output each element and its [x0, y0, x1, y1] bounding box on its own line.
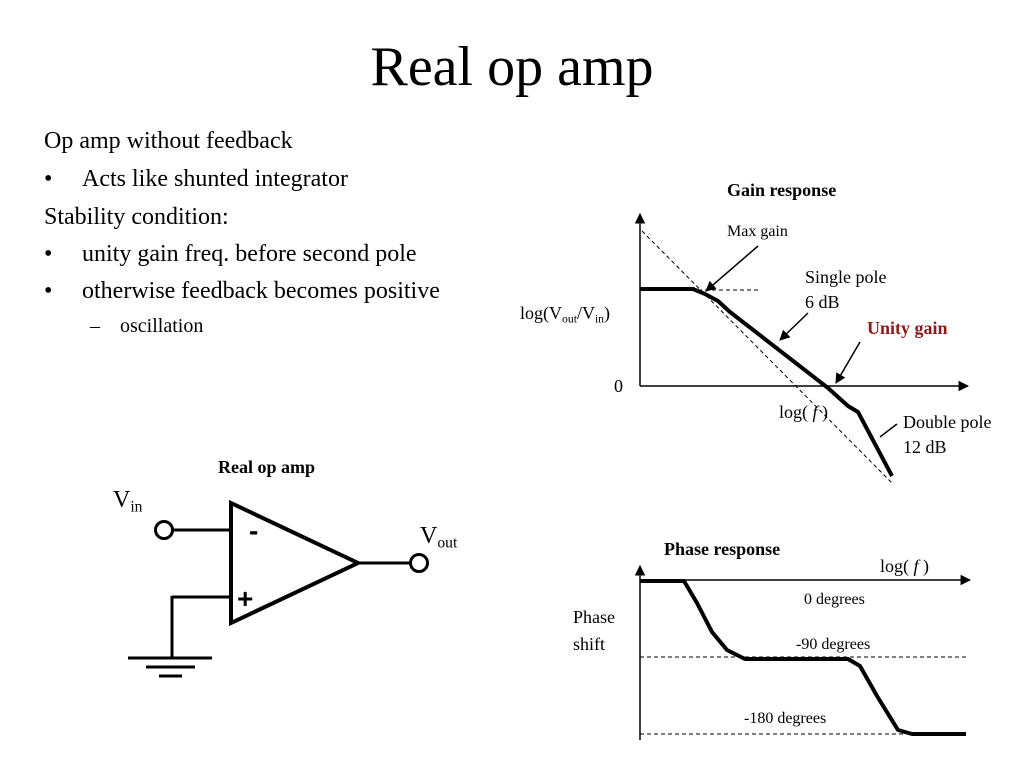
op-amp-triangle — [229, 499, 363, 627]
phase-y-label-line1: Phase — [573, 607, 615, 627]
bullet-marker: • — [44, 166, 53, 192]
max-gain-label: Max gain — [727, 223, 788, 240]
single-pole-db-label: 6 dB — [805, 292, 840, 312]
phase-level-90: -90 degrees — [796, 636, 871, 653]
gain-plot-title: Gain response — [727, 180, 837, 200]
bullet-marker: • — [44, 278, 53, 304]
gain-plot — [634, 212, 970, 485]
gain-curve — [640, 287, 894, 477]
bullet-item: – oscillation — [90, 313, 203, 339]
bullet-item: Op amp without feedback — [44, 126, 293, 156]
vin-label: Vin — [113, 487, 143, 516]
bullet-text: otherwise feedback becomes positive — [82, 278, 440, 304]
phase-level-0: 0 degrees — [804, 591, 865, 608]
single-pole-asymptote — [641, 230, 894, 485]
circuit-title: Real op amp — [218, 457, 316, 477]
gain-x-label: log( f ) — [779, 402, 829, 422]
vin-terminal — [154, 520, 174, 540]
inverting-input-symbol: - — [249, 515, 259, 546]
phase-level-180: -180 degrees — [744, 710, 827, 727]
phase-y-label-line2: shift — [573, 634, 606, 654]
max-gain-arrow — [705, 245, 759, 292]
phase-plot — [634, 564, 972, 740]
bullet-item: • otherwise feedback becomes positive — [44, 276, 440, 306]
double-pole-db-label: 12 dB — [903, 437, 947, 457]
bullet-text: Op amp without feedback — [44, 128, 293, 154]
gain-zero-label: 0 — [614, 376, 623, 396]
double-pole-label: Double pole — [903, 412, 992, 432]
op-amp-circuit — [128, 499, 429, 678]
bullet-marker: • — [44, 241, 53, 267]
bullet-marker: – — [90, 315, 100, 337]
bullet-text: Stability condition: — [44, 204, 229, 230]
vout-terminal — [409, 553, 429, 573]
noninverting-input-symbol: + — [237, 583, 254, 614]
phase-plot-title: Phase response — [664, 539, 781, 559]
gain-y-label: log(Vout/Vin) — [520, 303, 611, 326]
vout-label: Vout — [420, 523, 458, 552]
unity-gain-arrow — [835, 341, 861, 384]
phase-x-label: log( f ) — [880, 556, 930, 576]
single-pole-arrow — [779, 312, 809, 341]
bullet-item: • unity gain freq. before second pole — [44, 239, 417, 269]
bullet-text: oscillation — [120, 315, 204, 337]
slide-title: Real op amp — [370, 36, 654, 98]
single-pole-label: Single pole — [805, 267, 887, 287]
double-pole-arrow — [879, 423, 898, 438]
bullet-text: unity gain freq. before second pole — [82, 241, 417, 267]
bullet-item: Stability condition: — [44, 202, 229, 232]
bullet-text: Acts like shunted integrator — [82, 166, 348, 192]
phase-curve — [640, 579, 966, 736]
unity-gain-label: Unity gain — [867, 318, 948, 338]
bullet-item: • Acts like shunted integrator — [44, 164, 348, 194]
